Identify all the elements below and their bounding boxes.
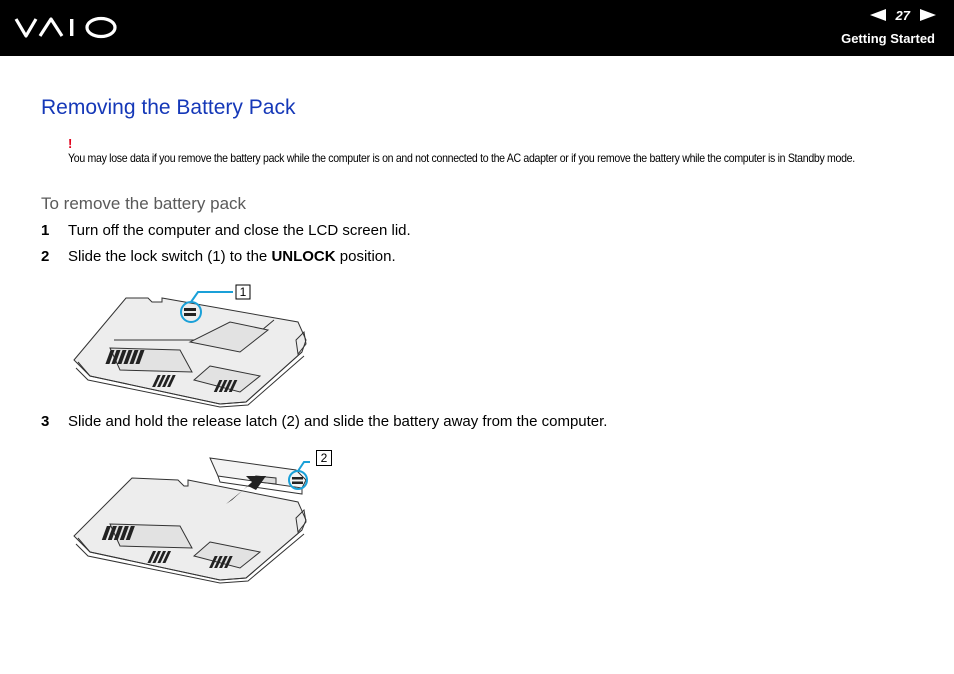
unlock-label: UNLOCK (271, 248, 336, 265)
page-header: 27 Getting Started (0, 0, 954, 56)
vaio-logo (14, 16, 117, 39)
callout-1-label: 1 (240, 285, 247, 299)
step-number: 2 (41, 248, 50, 265)
page-title: Removing the Battery Pack (41, 96, 296, 119)
step-text-after: position. (335, 248, 396, 265)
laptop-bottom-illustration-1: 1 (73, 284, 307, 408)
section-label: Getting Started (841, 31, 935, 46)
warning-icon: ! (68, 136, 73, 151)
step-1: 1 Turn off the computer and close the LCD… (41, 222, 411, 239)
step-text-before: Slide the lock switch (1) to the (68, 248, 272, 265)
step-text: Turn off the computer and close the LCD … (68, 222, 411, 239)
step-number: 3 (41, 413, 50, 430)
procedure-heading: To remove the battery pack (41, 194, 247, 213)
next-page-icon[interactable] (920, 9, 936, 21)
callout-2-label: 2 (316, 450, 332, 466)
callout-1-box (235, 284, 251, 300)
page-number: 27 (895, 7, 910, 23)
step-number: 1 (41, 222, 50, 239)
warning-text: You may lose data if you remove the batt… (68, 151, 855, 165)
step-3: 3 Slide and hold the release latch (2) an… (41, 413, 607, 430)
page-nav: 27 (869, 6, 936, 24)
laptop-bottom-illustration-2 (73, 457, 310, 584)
previous-page-icon[interactable] (869, 9, 886, 21)
step-text: Slide and hold the release latch (2) and… (68, 413, 608, 430)
step-2: 2 Slide the lock switch (1) to the UNLOCK… (41, 248, 396, 265)
